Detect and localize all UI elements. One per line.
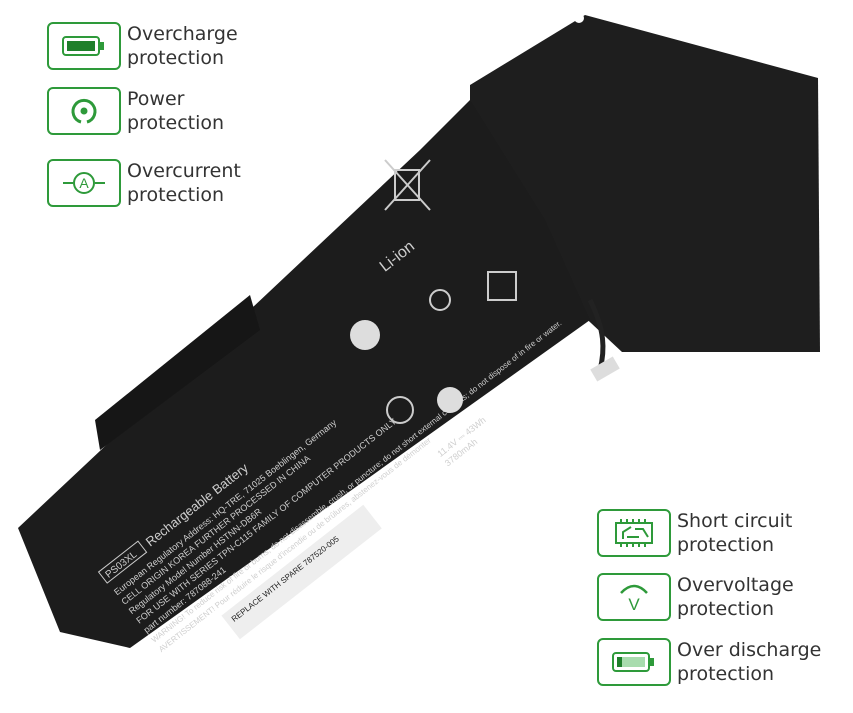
svg-text:A: A [79,175,89,191]
feature-title: Overcurrent [127,160,241,182]
voltage-icon: V [597,573,671,621]
feature-subtitle: protection [127,47,225,69]
battery-low-icon [597,638,671,686]
pct-mark [350,320,380,350]
feature-title: Overcharge [127,23,238,45]
battery-full-icon [47,22,121,70]
bin-icon [384,159,431,211]
feature-subtitle: protection [127,184,225,206]
feature-title: Over discharge [677,639,822,661]
ce-mark [386,396,414,424]
feature-title: Overvoltage [677,574,794,596]
power-icon [47,87,121,135]
feature-subtitle: protection [677,534,775,556]
kc-mark [429,289,451,311]
ammeter-icon: A [47,159,121,207]
recycle-mark [487,271,517,301]
battery-body [18,100,590,648]
svg-text:V: V [628,595,640,613]
connector [590,356,620,382]
feature-title: Short circuit [677,510,793,532]
feature-subtitle: protection [677,598,775,620]
replace-sticker [221,504,382,640]
feature-title: Power [127,88,185,110]
feature-subtitle: protection [677,663,775,685]
cert-mark [437,387,463,413]
feature-subtitle: protection [127,112,225,134]
circuit-board-icon [597,509,671,557]
